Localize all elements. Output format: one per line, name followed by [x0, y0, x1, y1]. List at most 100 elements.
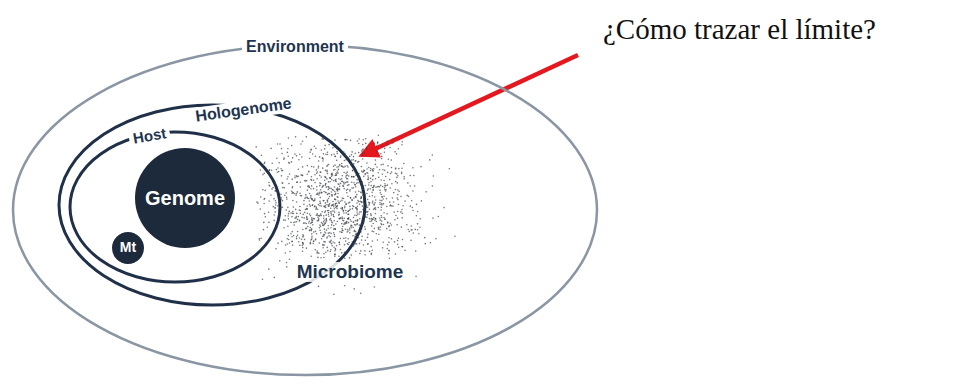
microbe-dot — [433, 175, 435, 177]
microbe-dot — [313, 200, 315, 202]
microbe-dot — [286, 196, 288, 198]
microbe-dot — [351, 199, 353, 201]
microbe-dot — [345, 182, 347, 184]
microbe-dot — [300, 174, 302, 176]
microbe-dot — [338, 202, 340, 204]
microbe-dot — [309, 230, 311, 232]
microbe-dot — [420, 166, 422, 168]
microbe-dot — [304, 180, 306, 182]
microbe-dot — [294, 153, 296, 155]
microbe-dot — [255, 146, 257, 148]
microbe-dot — [391, 183, 393, 185]
microbe-dot — [401, 141, 403, 143]
microbe-dot — [311, 220, 313, 222]
microbe-dot — [307, 189, 309, 191]
microbe-dot — [454, 235, 456, 237]
microbe-dot — [291, 241, 293, 243]
microbe-dot — [357, 205, 359, 207]
microbe-dot — [364, 226, 366, 228]
microbe-dot — [379, 229, 381, 231]
microbe-dot — [327, 250, 329, 252]
microbe-dot — [287, 243, 289, 245]
microbe-dot — [389, 229, 391, 231]
microbe-dot — [361, 182, 363, 184]
microbe-dot — [339, 164, 341, 166]
microbe-dot — [367, 206, 369, 208]
microbe-dot — [319, 175, 321, 177]
microbe-dot — [333, 215, 335, 217]
microbe-dot — [356, 243, 358, 245]
microbe-dot — [317, 252, 319, 254]
microbe-dot — [358, 138, 360, 140]
microbe-dot — [310, 227, 312, 229]
microbe-dot — [309, 242, 311, 244]
microbe-dot — [356, 209, 358, 211]
microbe-dot — [397, 194, 399, 196]
microbe-dot — [373, 204, 375, 206]
microbe-dot — [272, 187, 274, 189]
microbe-dot — [319, 229, 321, 231]
microbe-dot — [283, 219, 285, 221]
microbe-dot — [332, 222, 334, 224]
microbe-dot — [364, 212, 366, 214]
microbe-dot — [323, 221, 325, 223]
microbe-dot — [371, 249, 373, 251]
microbe-dot — [344, 155, 346, 157]
microbe-dot — [313, 231, 315, 233]
microbe-dot — [383, 203, 385, 205]
microbe-dot — [274, 182, 276, 184]
microbe-dot — [306, 208, 308, 210]
microbe-dot — [401, 246, 403, 248]
microbe-dot — [412, 190, 414, 192]
microbe-dot — [344, 207, 346, 209]
microbe-dot — [380, 192, 382, 194]
microbe-dot — [285, 209, 287, 211]
microbe-dot — [331, 154, 333, 156]
microbe-dot — [391, 238, 393, 240]
microbe-dot — [336, 166, 338, 168]
microbe-dot — [396, 153, 398, 155]
microbe-dot — [306, 218, 308, 220]
microbe-dot — [379, 219, 381, 221]
microbe-dot — [351, 187, 353, 189]
microbe-dot — [353, 240, 355, 242]
microbe-dot — [317, 171, 319, 173]
microbe-dot — [372, 189, 374, 191]
microbe-dot — [355, 220, 357, 222]
microbe-dot — [374, 142, 376, 144]
microbe-dot — [289, 242, 291, 244]
microbe-dot — [263, 222, 265, 224]
microbe-dot — [379, 169, 381, 171]
microbe-dot — [291, 241, 293, 243]
microbe-dot — [320, 226, 322, 228]
microbe-dot — [372, 240, 374, 242]
microbe-dot — [334, 144, 336, 146]
microbe-dot — [379, 217, 381, 219]
microbe-dot — [294, 175, 296, 177]
microbe-dot — [315, 239, 317, 241]
microbe-dot — [299, 237, 301, 239]
microbe-dot — [352, 221, 354, 223]
microbe-dot — [358, 152, 360, 154]
microbe-dot — [326, 186, 328, 188]
microbe-dot — [319, 205, 321, 207]
microbe-dot — [322, 235, 324, 237]
microbe-dot — [410, 229, 412, 231]
microbe-dot — [386, 198, 388, 200]
microbe-dot — [432, 154, 434, 156]
microbe-dot — [338, 169, 340, 171]
microbe-dot — [333, 232, 335, 234]
microbe-dot — [297, 191, 299, 193]
microbe-dot — [359, 218, 361, 220]
microbe-dot — [317, 192, 319, 194]
microbe-dot — [334, 255, 336, 257]
microbe-dot — [355, 207, 357, 209]
microbe-dot — [389, 147, 391, 149]
microbe-dot — [357, 173, 359, 175]
microbe-dot — [361, 166, 363, 168]
microbe-dot — [355, 196, 357, 198]
microbe-dot — [339, 244, 341, 246]
microbe-dot — [369, 221, 371, 223]
microbe-dot — [380, 223, 382, 225]
microbe-dot — [327, 173, 329, 175]
